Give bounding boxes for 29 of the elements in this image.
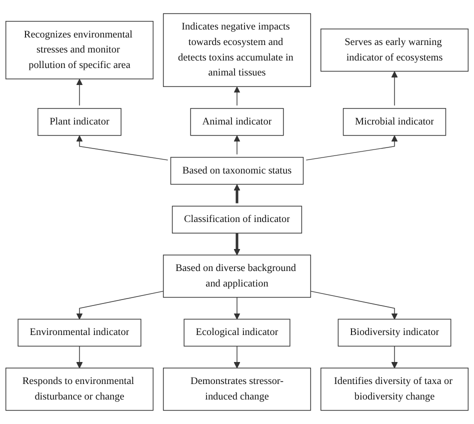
process-box: Based on diverse background and application [162,254,312,298]
process-box: Responds to environmental disturbance or change [5,368,154,411]
arrow [391,346,398,368]
process-box: Indicates negative impacts towards ecosystem and detects toxins accumulate in animal tissues [162,13,312,87]
arrow [306,135,398,160]
process-box: Ecological indicator [184,318,290,347]
arrow [234,296,240,320]
arrow [76,290,164,320]
process-box: Recognizes environmental stresses and monitor pollution of specific area [5,20,154,80]
process-box: Environmental indicator [18,318,142,347]
process-box: Microbial indicator [342,108,446,136]
arrow [234,135,240,155]
arrow [234,346,240,368]
process-box: Based on taxonomic status [170,156,304,185]
arrow [234,184,240,204]
process-box: Serves as early warning indicator of ecosystems [320,28,469,72]
process-box: Plant indicator [38,108,122,136]
arrow [76,135,168,160]
arrow [234,86,240,106]
arrow [310,290,398,320]
arrow [234,233,240,256]
arrow [76,78,83,106]
arrow [391,71,398,106]
process-box: Identifies diversity of taxa or biodiversity change [320,368,469,411]
process-box: Animal indicator [190,108,284,136]
arrow [76,346,83,368]
process-box: Biodiversity indicator [338,318,452,347]
process-box: Classification of indicator [172,206,302,234]
process-box: Demonstrates stressor-induced change [162,368,312,411]
